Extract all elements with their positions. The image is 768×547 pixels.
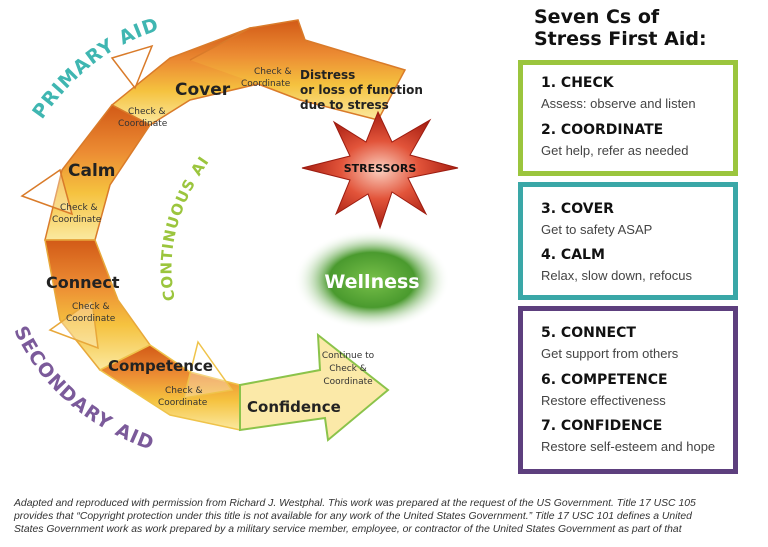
stage-confidence-label: Confidence xyxy=(247,398,341,416)
list-item: 1. CHECK Assess: observe and listen xyxy=(541,75,696,111)
distress-text: Distress or loss of function due to stre… xyxy=(300,68,423,112)
check-label: Check & xyxy=(60,203,98,213)
list-item: 4. CALM Relax, slow down, refocus xyxy=(541,247,692,283)
stage-competence-label: Competence xyxy=(108,357,213,375)
check-coordinate-labels: Check & Coordinate Check & Coordinate Ch… xyxy=(52,67,292,408)
item-description: Restore effectiveness xyxy=(541,393,666,408)
coordinate-label: Coordinate xyxy=(118,119,168,129)
footer-line: Adapted and reproduced with permission f… xyxy=(14,498,696,509)
stressors-label: STRESSORS xyxy=(344,162,417,175)
item-description: Get to safety ASAP xyxy=(541,222,653,237)
continue-text: Continue to Check & Coordinate xyxy=(322,351,375,387)
stressors-burst xyxy=(301,110,459,230)
title-line: Seven Cs of xyxy=(534,6,660,28)
list-item: 7. CONFIDENCE Restore self-esteem and ho… xyxy=(541,418,715,454)
coordinate-label: Coordinate xyxy=(241,79,291,89)
svg-text:due to stress: due to stress xyxy=(300,98,389,112)
item-heading: 1. CHECK xyxy=(541,75,614,91)
seven-cs-title: Seven Cs of Stress First Aid: xyxy=(534,6,754,50)
item-heading: 6. COMPETENCE xyxy=(541,372,668,388)
footer-line: provides that “Copyright protection unde… xyxy=(14,511,692,522)
box-check-coordinate: 1. CHECK Assess: observe and listen 2. C… xyxy=(518,60,738,176)
title-line: Stress First Aid: xyxy=(534,28,707,50)
check-label: Check & xyxy=(72,302,110,312)
cover-arrowhead xyxy=(110,44,154,90)
svg-text:Distress: Distress xyxy=(300,68,355,82)
wellness-label: Wellness xyxy=(324,271,419,293)
copyright-footer: Adapted and reproduced with permission f… xyxy=(14,497,754,536)
calm-arrowhead xyxy=(20,168,74,216)
box-connect-competence-confidence: 5. CONNECT Get support from others 6. CO… xyxy=(518,306,738,474)
check-label: Check & xyxy=(128,107,166,117)
svg-text:Continue to: Continue to xyxy=(322,351,375,361)
footer-line: States Government work as work prepared … xyxy=(14,524,682,535)
item-heading: 4. CALM xyxy=(541,247,605,263)
item-description: Restore self-esteem and hope xyxy=(541,439,716,454)
seven-cs-cycle-diagram: STRESSORS Wellness Cover Calm Connect Co… xyxy=(0,0,459,455)
stage-cover-label: Cover xyxy=(175,80,231,100)
box-cover-calm: 3. COVER Get to safety ASAP 4. CALM Rela… xyxy=(518,182,738,300)
svg-text:Coordinate: Coordinate xyxy=(323,377,373,387)
confidence-arrow-segment xyxy=(239,332,390,442)
check-label: Check & xyxy=(254,67,292,77)
item-description: Assess: observe and listen xyxy=(541,96,696,111)
item-heading: 7. CONFIDENCE xyxy=(541,418,663,434)
stage-connect-label: Connect xyxy=(46,273,120,292)
list-item: 5. CONNECT Get support from others xyxy=(541,325,678,361)
list-item: 6. COMPETENCE Restore effectiveness xyxy=(541,372,668,408)
list-item: 3. COVER Get to safety ASAP xyxy=(541,201,652,237)
item-heading: 2. COORDINATE xyxy=(541,122,664,138)
svg-text:or loss of function: or loss of function xyxy=(300,83,423,97)
svg-text:Check &: Check & xyxy=(329,364,367,374)
wellness-glow xyxy=(294,230,450,330)
competence-arrowhead xyxy=(182,340,234,399)
list-item: 2. COORDINATE Get help, refer as needed xyxy=(541,122,688,158)
coordinate-label: Coordinate xyxy=(66,314,116,324)
item-heading: 3. COVER xyxy=(541,201,614,217)
connect-arrowhead xyxy=(48,298,99,350)
item-description: Relax, slow down, refocus xyxy=(541,268,693,283)
distress-arrow xyxy=(189,19,407,121)
coordinate-label: Coordinate xyxy=(52,215,102,225)
item-description: Get help, refer as needed xyxy=(541,143,689,158)
coordinate-label: Coordinate xyxy=(158,398,208,408)
stage-calm-label: Calm xyxy=(68,161,116,181)
item-heading: 5. CONNECT xyxy=(541,325,636,341)
check-label: Check & xyxy=(165,386,203,396)
item-description: Get support from others xyxy=(541,346,679,361)
